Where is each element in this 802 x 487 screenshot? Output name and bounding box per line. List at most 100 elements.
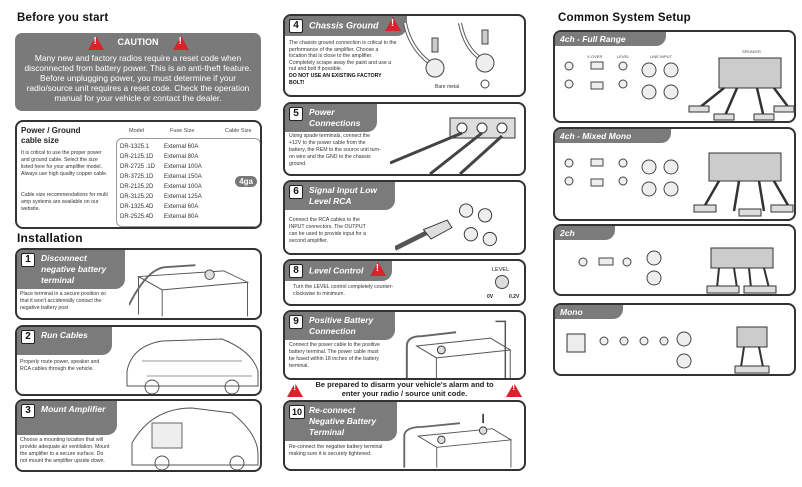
model-cell: DR-1325.4D	[120, 204, 154, 210]
step-text: Connect the power cable to the positive …	[289, 342, 380, 369]
table-row: DR-1325.1 External 60A	[120, 142, 202, 152]
wiring-diagram-4ch-full: LINE INPUT X-OVER LEVEL SPEAKER	[564, 49, 794, 121]
step-title: Disconnect negative battery terminal	[41, 253, 107, 285]
xover-label: X-OVER	[587, 54, 602, 59]
fuse-cell: External 80A	[164, 154, 199, 160]
step-number: 8	[289, 264, 303, 278]
warning-icon	[172, 36, 189, 50]
setup-panel-4ch-full: 4ch - Full Range LINE INPUT X-OVER LEVEL…	[553, 30, 796, 123]
step-title: Power Connections	[309, 107, 361, 128]
step-10-box: 10 Re-connect Negative Battery Terminal R…	[283, 400, 526, 471]
trunk-illustration	[122, 403, 260, 470]
cable-size-box: Power / Ground cable size It is critical…	[15, 120, 262, 229]
model-cell: DR-2525.4D	[120, 214, 154, 220]
step-9-box: 9 Positive Battery Connection Connect the…	[283, 310, 526, 380]
step-text: Turn the LEVEL control completely counte…	[293, 284, 394, 297]
step-6-header: 6 Signal Input Low Level RCA	[285, 182, 395, 210]
system-setup-heading: Common System Setup	[558, 12, 691, 24]
step-number: 2	[21, 330, 35, 344]
step-10-header: 10 Re-connect Negative Battery Terminal	[285, 402, 397, 441]
step-text: The chassis ground connection is critica…	[289, 40, 397, 86]
cable-size-title: Power / Ground cable size	[21, 126, 81, 145]
ground-bolt-illustration	[400, 18, 524, 95]
step-number: 9	[289, 315, 303, 329]
battery-illustration	[128, 256, 257, 318]
fuse-cell: External 60A	[164, 144, 199, 150]
level-min: 0V	[487, 294, 494, 300]
caution-title: CAUTION	[117, 37, 159, 48]
step-text: Re-connect the negative battery terminal…	[289, 444, 383, 457]
header-fuse: Fuse Size	[170, 128, 195, 134]
warning-icon	[287, 383, 303, 397]
warning-icon	[369, 262, 386, 276]
table-row: DR-1325.4D External 60A	[120, 202, 202, 212]
speaker-label: SPEAKER	[742, 49, 761, 54]
step-title: Positive Battery Connection	[309, 315, 374, 336]
table-row: DR-2725 .1D External 100A	[120, 162, 202, 172]
step-number: 10	[289, 405, 305, 419]
model-cell: DR-3725.1D	[120, 174, 154, 180]
alarm-warning-text: Be prepared to disarm your vehicle's ala…	[315, 380, 494, 398]
wiring-diagram-2ch	[578, 247, 777, 294]
level-label: LEVEL	[617, 54, 630, 59]
level-knob	[495, 275, 509, 289]
panel-title: Mono	[555, 305, 623, 319]
before-you-start-heading: Before you start	[17, 12, 109, 24]
line-input-label: LINE INPUT	[650, 54, 673, 59]
model-cell: DR-2125.1D	[120, 154, 154, 160]
fuse-cell: External 60A	[164, 204, 199, 210]
warning-icon	[87, 36, 104, 50]
step-title: Signal Input Low Level RCA	[309, 185, 377, 206]
step-number: 5	[289, 107, 303, 121]
setup-panel-4ch-mixed: 4ch - Mixed Mono	[553, 127, 796, 221]
step-text: Choose a mounting location that will pro…	[20, 437, 110, 464]
header-cable: Cable Size	[225, 128, 252, 134]
step-5-box: 5 Power Connections Using spade terminals…	[283, 102, 526, 176]
step-title: Re-connect Negative Battery Terminal	[309, 405, 377, 437]
step-text: Connect the RCA cables to the INPUT conn…	[289, 217, 366, 244]
cable-size-text: It is critical to use the proper power a…	[21, 150, 108, 177]
fuse-cell: External 125A	[164, 194, 202, 200]
table-row: DR-2125.1D External 80A	[120, 152, 202, 162]
model-cell: DR-1325.1	[120, 144, 150, 150]
step-number: 1	[21, 253, 35, 267]
fuse-cell: External 100A	[164, 164, 202, 170]
step-body: The chassis ground connection is critica…	[289, 40, 397, 73]
cable-size-note: Cable size recommendations for multi amp…	[21, 192, 108, 212]
warning-icon	[506, 383, 522, 397]
rca-illustration	[393, 190, 523, 252]
caution-text: Many new and factory radios require a re…	[24, 53, 252, 103]
model-cell: DR-2725 .1D	[120, 164, 156, 170]
wiring-diagram-4ch-mixed	[564, 152, 794, 217]
step-4-header: 4 Chassis Ground	[285, 16, 407, 36]
header-model: Model	[129, 128, 144, 134]
level-max: 0.2V	[509, 294, 520, 300]
step-text: Using spade terminals, connect the +12V …	[289, 133, 381, 167]
model-cell: DR-2125.2D	[120, 184, 154, 190]
step-1-header: 1 Disconnect negative battery terminal	[17, 250, 125, 289]
battery-negative-illustration	[395, 406, 523, 469]
alarm-warning: Be prepared to disarm your vehicle's ala…	[283, 380, 526, 399]
step-number: 3	[21, 404, 35, 418]
step-title: Chassis Ground	[309, 20, 379, 31]
step-number: 4	[289, 19, 303, 33]
level-knob-label: LEVEL	[492, 267, 510, 273]
step-8-box: 8 Level Control Turn the LEVEL control co…	[283, 259, 526, 306]
terminal-block-illustration	[389, 108, 524, 174]
installation-heading: Installation	[17, 231, 83, 245]
panel-title: 2ch	[555, 226, 615, 240]
caution-box: CAUTION Many new and factory radios requ…	[15, 33, 261, 111]
fuse-cell: External 100A	[164, 184, 202, 190]
step-text: Properly route power, speaker and RCA ca…	[20, 359, 100, 372]
warning-icon	[384, 17, 401, 31]
table-row: DR-2125.2D External 100A	[120, 182, 202, 192]
step-title: Level Control	[309, 265, 364, 276]
step-number: 6	[289, 185, 303, 199]
